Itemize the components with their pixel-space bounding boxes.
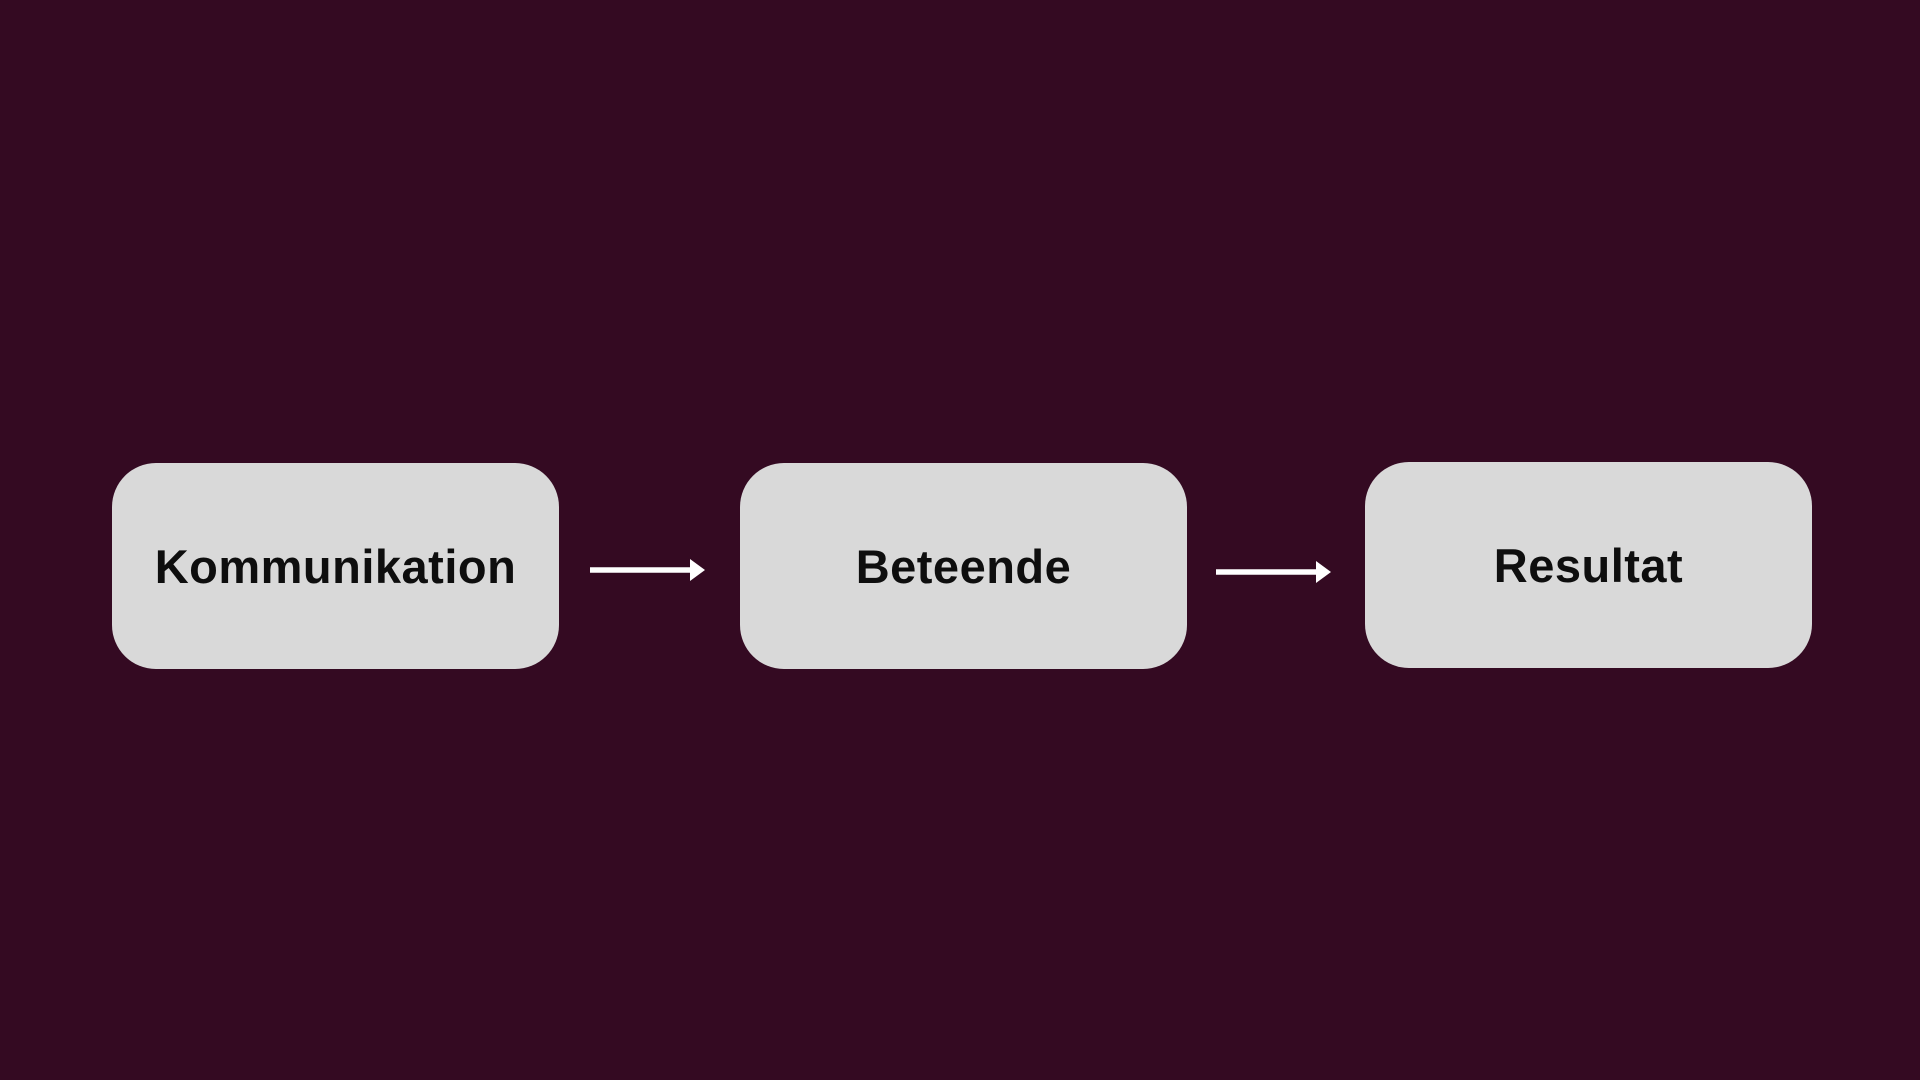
node-resultat: Resultat [1365,462,1812,668]
arrow-right-icon [1216,561,1331,583]
node-kommunikation-label: Kommunikation [154,539,517,593]
node-resultat-label: Resultat [1493,538,1684,592]
node-beteende: Beteende [740,463,1187,669]
node-kommunikation: Kommunikation [112,463,559,669]
node-beteende-label: Beteende [855,539,1072,593]
arrow-right-icon [590,559,705,581]
